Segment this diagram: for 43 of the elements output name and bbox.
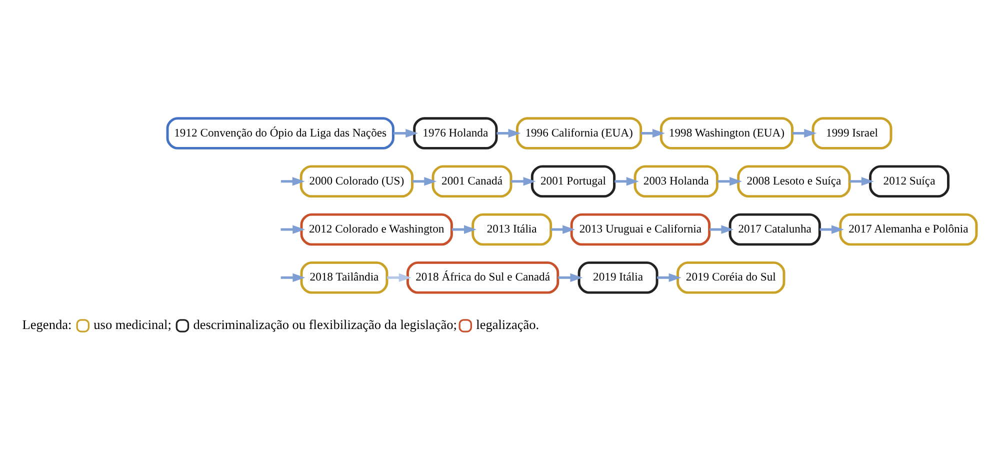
legend-label: descriminalização ou flexibilização da legislação;: [193, 316, 457, 332]
arrow: [511, 177, 536, 186]
node-box: 2019 Itália: [578, 261, 658, 294]
arrow: [412, 177, 437, 186]
node-box: 2012 Suíça: [869, 165, 950, 198]
node-box: 2018 Tailândia: [300, 261, 388, 294]
arrow: [792, 128, 817, 138]
arrow: [657, 273, 682, 282]
node-box: 1996 California (EUA): [516, 117, 642, 150]
node-box: 2001 Canadá: [432, 165, 512, 198]
arrow: [850, 177, 874, 186]
arrow: [558, 273, 583, 282]
node-box: 2008 Lesoto e Suíça: [737, 165, 851, 198]
arrow: [387, 273, 412, 282]
node-box: 2018 África do Sul e Canadá: [406, 261, 560, 294]
arrow: [280, 273, 306, 282]
node-box: 1999 Israel: [812, 117, 892, 150]
arrow: [820, 225, 844, 234]
arrow: [280, 177, 305, 186]
node-box: 2019 Coréia do Sul: [676, 261, 786, 294]
node-box: 2017 Catalunha: [728, 213, 821, 246]
node-box: 1976 Holanda: [413, 117, 498, 150]
arrow: [551, 225, 576, 234]
arrow: [452, 225, 476, 234]
node-box: 2001 Portugal: [530, 165, 616, 198]
label: Legenda:: [22, 316, 72, 332]
arrow: [614, 177, 639, 186]
node-box: 2012 Colorado e Washington: [300, 213, 453, 246]
node-box: 2013 Itália: [472, 213, 552, 246]
arrow: [709, 225, 734, 234]
node-box: 2000 Colorado (US): [300, 165, 414, 198]
arrow: [641, 128, 665, 138]
arrow: [280, 225, 306, 234]
node-box: 1998 Washington (EUA): [660, 117, 794, 150]
arrow: [496, 128, 521, 138]
node-box: 2013 Uruguai e California: [570, 213, 711, 246]
node-box: 1912 Convenção do Ópio da Liga das Nações: [166, 117, 394, 150]
legend-label: legalização.: [476, 316, 540, 332]
node-box: 2003 Holanda: [634, 165, 718, 198]
arrow: [394, 128, 418, 138]
legend-label: uso medicinal;: [94, 316, 172, 332]
arrow: [717, 177, 742, 186]
node-box: 2017 Alemanha e Polônia: [839, 213, 978, 246]
